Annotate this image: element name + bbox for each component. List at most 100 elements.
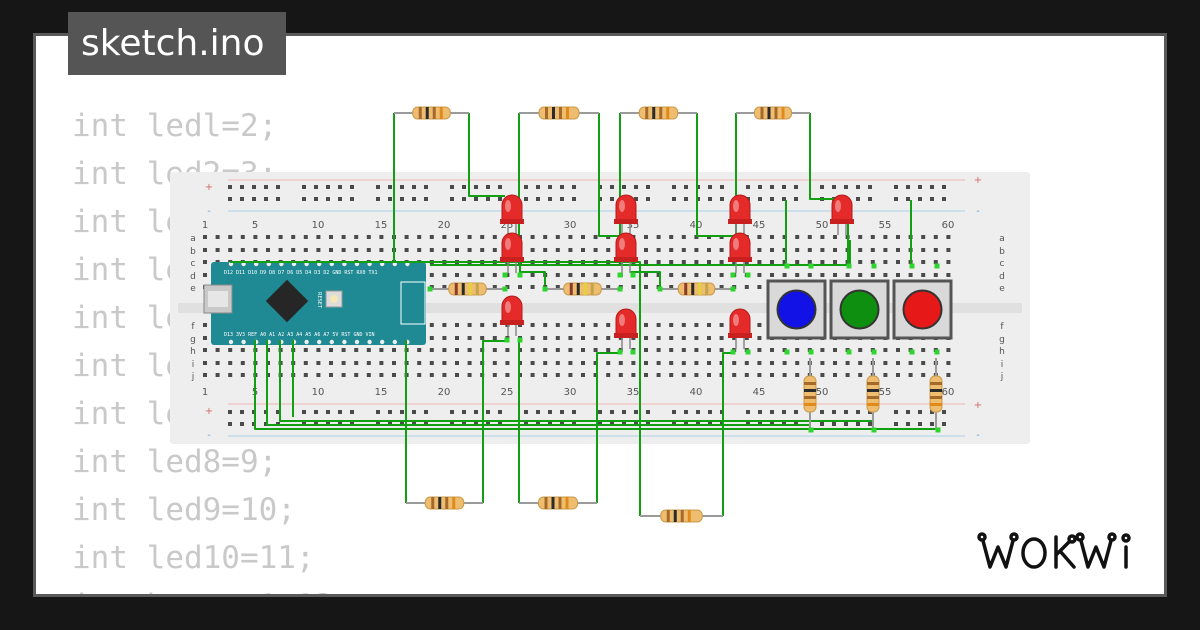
rail-hole	[696, 410, 700, 414]
resistor[interactable]	[866, 358, 880, 430]
rail-hole	[314, 197, 318, 201]
breadboard-hole	[656, 273, 661, 277]
resistor[interactable]	[929, 358, 943, 430]
row-letter: f	[1000, 322, 1004, 332]
resistor[interactable]	[803, 358, 817, 430]
rail-hole	[326, 197, 330, 201]
breadboard-hole	[681, 336, 686, 340]
rail-hole	[906, 410, 910, 414]
rail-hole	[894, 197, 898, 201]
breadboard-hole	[858, 260, 863, 264]
led-red[interactable]	[830, 194, 854, 235]
column-number: 45	[753, 387, 766, 398]
usb-port	[208, 291, 228, 307]
button-cap[interactable]	[839, 289, 880, 330]
breadboard-hole	[379, 248, 384, 252]
breadboard-hole	[833, 235, 837, 239]
breadboard-hole	[543, 323, 548, 327]
breadboard-hole	[417, 235, 422, 239]
breadboard-hole	[581, 336, 585, 340]
resistor[interactable]	[640, 509, 723, 523]
led-red[interactable]	[728, 232, 752, 273]
breadboard-hole	[908, 361, 913, 365]
row-letters: a b c d e f g h i j a b c d e f g h i j	[190, 234, 1005, 382]
connection-dot	[808, 349, 814, 355]
connection-dot	[909, 263, 915, 269]
rail-hole	[672, 410, 676, 414]
led-red[interactable]	[614, 308, 638, 349]
logo-node	[1067, 534, 1077, 544]
push-buttons[interactable]	[766, 279, 953, 340]
resistor[interactable]	[519, 496, 597, 510]
breadboard-hole	[644, 273, 648, 277]
resistor[interactable]	[620, 106, 697, 120]
rail-hole	[240, 185, 244, 189]
arduino-pin	[304, 339, 309, 345]
led-red[interactable]	[500, 194, 524, 235]
rail-hole	[782, 410, 786, 414]
button-cap[interactable]	[776, 289, 817, 330]
resistor[interactable]	[394, 106, 469, 120]
breadboard-hole	[946, 373, 951, 377]
led-red[interactable]	[728, 308, 752, 349]
arduino-pin	[228, 339, 234, 345]
arduino-nano[interactable]: RESET D12 D11 D10 D9 D8 D7 D6 D5 D4 D3 D…	[203, 261, 426, 345]
breadboard-hole	[820, 348, 825, 352]
breadboard-hole	[845, 361, 850, 365]
row-letter: e	[190, 284, 196, 294]
resistor[interactable]	[406, 496, 483, 510]
breadboard-hole	[807, 260, 812, 264]
push-button-green[interactable]	[829, 279, 890, 340]
breadboard-hole	[291, 235, 296, 239]
code-line: int ledl=2;	[72, 108, 278, 144]
breadboard-hole	[203, 373, 207, 377]
breadboard-hole	[606, 348, 611, 352]
breadboard-hole	[694, 336, 699, 340]
breadboard-hole	[417, 348, 422, 352]
rail-hole	[918, 410, 922, 414]
breadboard-hole	[581, 235, 585, 239]
rail-hole	[820, 422, 824, 426]
breadboard-hole	[316, 373, 321, 377]
rail-hole	[708, 185, 712, 189]
push-button-red[interactable]	[892, 279, 953, 340]
rail-hole	[486, 185, 490, 189]
breadboard-hole	[883, 361, 888, 365]
led-red[interactable]	[500, 295, 524, 336]
breadboard-hole	[442, 285, 447, 289]
column-number: 40	[690, 387, 703, 398]
resistor[interactable]	[660, 282, 733, 296]
breadboard-hole	[568, 336, 573, 340]
row-letter: h	[190, 347, 196, 357]
breadboard-hole	[568, 323, 573, 327]
breadboard-hole	[429, 248, 434, 252]
breadboard-hole	[719, 323, 724, 327]
button-cap[interactable]	[902, 289, 943, 330]
breadboard-hole	[480, 235, 485, 239]
led-red[interactable]	[728, 194, 752, 235]
rail-hole	[338, 197, 342, 201]
rail-hole	[572, 410, 576, 414]
breadboard-hole	[681, 273, 686, 277]
breadboard-hole	[795, 373, 800, 377]
push-button-blue[interactable]	[766, 279, 827, 340]
resistor[interactable]	[736, 106, 810, 120]
breadboard-hole	[719, 273, 724, 277]
breadboard-hole	[581, 248, 585, 252]
breadboard-hole	[215, 235, 220, 239]
resistor[interactable]	[519, 106, 599, 120]
led-red[interactable]	[614, 194, 638, 235]
rail-hole	[264, 197, 268, 201]
breadboard-hole	[455, 336, 459, 340]
breadboard-hole	[908, 273, 913, 277]
resistor[interactable]	[430, 282, 505, 296]
led-red[interactable]	[500, 232, 524, 273]
sketch-file-tab[interactable]: sketch.ino	[68, 12, 286, 75]
breadboard-hole	[681, 235, 686, 239]
breadboard-hole	[568, 273, 573, 277]
breadboard-hole	[644, 361, 648, 365]
rail-hole	[684, 185, 688, 189]
resistor[interactable]	[545, 282, 620, 296]
led-red[interactable]	[614, 232, 638, 273]
breadboard-hole	[303, 373, 308, 377]
